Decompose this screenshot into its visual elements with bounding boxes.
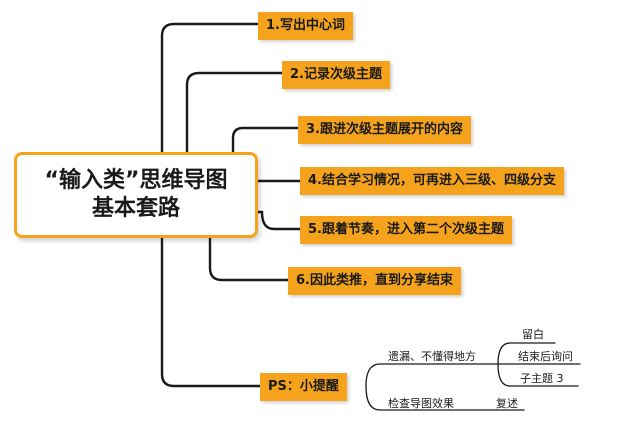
ps-child-ask-after: 结束后询问 [518,350,573,363]
connector-ps-branch-b [365,385,481,411]
step-2-node: 2.记录次级主题 [282,61,390,89]
step-4-node: 4.结合学习情况，可再进入三级、四级分支 [300,167,564,195]
connector-step-6 [208,236,290,282]
central-topic: “输入类”思维导图 基本套路 [14,152,258,238]
connector-step-1 [160,22,260,154]
ps-child-retell: 复述 [496,397,518,410]
ps-child-subtopic-3: 子主题 3 [520,372,564,385]
ps-reminder-node: PS：小提醒 [260,373,347,401]
step-3-node: 3.跟进次级主题展开的内容 [298,116,471,144]
connector-step-2 [185,71,284,154]
connector-step-3 [231,126,300,154]
ps-child-blank: 留白 [522,328,544,341]
connector-child-1 [497,342,556,365]
connector-step-5 [256,210,302,231]
step-6-node: 6.因此类推，直到分享结束 [288,267,461,295]
connector-ps [160,236,262,388]
ps-branch-check: 检查导图效果 [388,397,454,410]
ps-branch-missing: 遗漏、不懂得地方 [388,350,476,363]
step-1-node: 1.写出中心词 [258,12,353,40]
central-topic-line-1: “输入类”思维导图 [44,168,228,193]
central-topic-line-2: 基本套路 [91,196,180,221]
connector-child-3 [497,363,579,387]
step-5-node: 5.跟着节奏，进入第二个次级主题 [300,216,512,244]
connector-ps-branch-a [365,363,499,387]
